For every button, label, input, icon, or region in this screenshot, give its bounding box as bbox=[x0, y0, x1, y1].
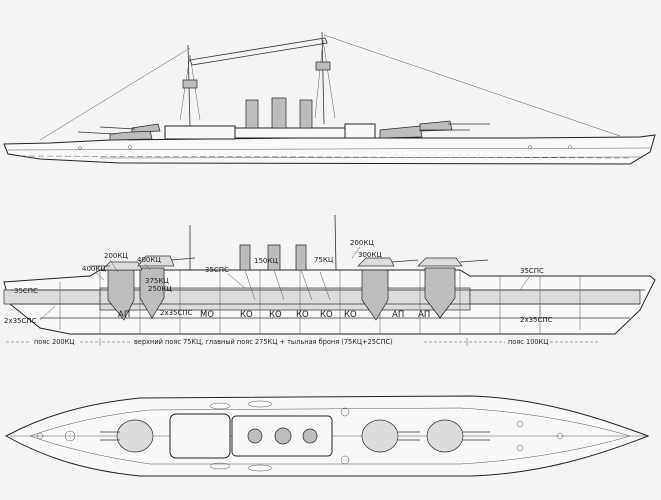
side-profile-view bbox=[3, 31, 656, 165]
profile-fore-tripod bbox=[179, 54, 201, 121]
section-barbette-4 bbox=[424, 267, 456, 319]
plan-fore-superstructure bbox=[169, 413, 231, 459]
profile-fore-top bbox=[182, 79, 198, 89]
section-main-mast bbox=[334, 214, 337, 271]
section-gun-4 bbox=[459, 259, 489, 263]
label-250kc: 250КЦ bbox=[148, 285, 172, 293]
section-uptakes bbox=[244, 269, 331, 301]
profile-portholes bbox=[78, 145, 572, 150]
profile-gun-b bbox=[99, 126, 136, 130]
profile-aft-superstructure bbox=[344, 123, 376, 139]
section-turret-1 bbox=[101, 261, 143, 271]
compartment-ko-4: КО bbox=[320, 310, 333, 320]
label-200kc-fore: 200КЦ bbox=[104, 252, 128, 260]
label-2x35sps-left: 2х35СПС bbox=[4, 317, 37, 325]
compartment-ko-5: КО bbox=[344, 310, 357, 320]
plan-turret-1 bbox=[100, 419, 154, 453]
label-35sps-mid: 35СПС bbox=[205, 266, 229, 274]
plan-turret-3 bbox=[426, 419, 490, 453]
profile-aft-stay bbox=[323, 34, 621, 137]
compartment-ap-1: АП bbox=[118, 310, 130, 320]
profile-fore-superstructure bbox=[164, 125, 236, 140]
profile-fore-stay bbox=[39, 47, 191, 141]
label-35sps-left: 35СПС bbox=[14, 287, 38, 295]
profile-plating bbox=[19, 155, 631, 159]
label-2x35sps-mid: 2х35СПС bbox=[160, 309, 193, 317]
section-turret-3 bbox=[357, 257, 395, 267]
profile-waterline bbox=[7, 147, 651, 151]
label-300kc: 300КЦ bbox=[358, 251, 382, 259]
compartment-ko-1: КО bbox=[240, 310, 253, 320]
plan-deck-fittings bbox=[36, 400, 564, 472]
compartment-mo: МО bbox=[200, 310, 214, 320]
plan-funnel-2 bbox=[274, 427, 292, 445]
belt-caption-row: пояс 200КЦ верхний пояс 75КЦ, главный по… bbox=[6, 338, 600, 346]
label-400kc-fore: 400КЦ bbox=[137, 256, 161, 264]
compartment-ap-3: АП bbox=[418, 310, 430, 320]
profile-main-top bbox=[315, 61, 331, 71]
label-2x35sps-right: 2х35СПС bbox=[520, 316, 553, 324]
plan-funnel-1 bbox=[247, 428, 263, 444]
label-150kc: 150КЦ bbox=[254, 257, 278, 265]
section-gun-3 bbox=[391, 259, 419, 263]
profile-belt-line bbox=[99, 156, 641, 159]
compartment-ko-3: КО bbox=[296, 310, 309, 320]
section-funnel-1 bbox=[239, 244, 251, 271]
label-35sps-right: 35СПС bbox=[520, 267, 544, 275]
profile-mid-superstructure bbox=[234, 127, 346, 139]
label-375kc: 375КЦ bbox=[145, 277, 169, 285]
section-turret-4 bbox=[417, 257, 463, 267]
plan-turret-2 bbox=[361, 419, 420, 453]
profile-aerial-frame bbox=[189, 37, 328, 66]
plan-funnel-3 bbox=[302, 428, 318, 444]
section-aft-belt bbox=[469, 289, 641, 305]
section-barbette-3 bbox=[361, 269, 389, 321]
section-barbette-2 bbox=[139, 267, 165, 319]
compartment-ap-2: АП bbox=[392, 310, 404, 320]
profile-gun-a bbox=[77, 131, 116, 135]
caption-fore-belt: пояс 200КЦ bbox=[34, 338, 74, 346]
caption-main-belt: верхний пояс 75КЦ, главный пояс 275КЦ + … bbox=[134, 338, 393, 346]
label-400kc-left: 400КЦ bbox=[82, 265, 106, 273]
longitudinal-section-view: 200КЦ 400КЦ 400КЦ 375КЦ 250КЦ 35СПС 150К… bbox=[3, 214, 656, 335]
profile-turret-c bbox=[379, 125, 423, 139]
deck-plan-view bbox=[4, 395, 650, 477]
profile-funnel-2 bbox=[271, 97, 287, 129]
profile-funnel-3 bbox=[299, 99, 313, 129]
profile-main-tripod bbox=[314, 39, 336, 119]
profile-turret-d bbox=[419, 120, 453, 132]
profile-funnel-1 bbox=[245, 99, 259, 129]
label-leader-lines bbox=[39, 246, 541, 321]
profile-turret-b bbox=[131, 123, 161, 133]
compartment-ko-2: КО bbox=[269, 310, 282, 320]
label-200kc-aft: 200КЦ bbox=[350, 239, 374, 247]
section-funnel-3 bbox=[295, 244, 307, 271]
label-75kc: 75КЦ bbox=[314, 256, 334, 264]
section-turret-2 bbox=[137, 255, 175, 267]
caption-aft-belt: пояс 100КЦ bbox=[508, 338, 548, 346]
section-gun-2 bbox=[171, 257, 196, 261]
